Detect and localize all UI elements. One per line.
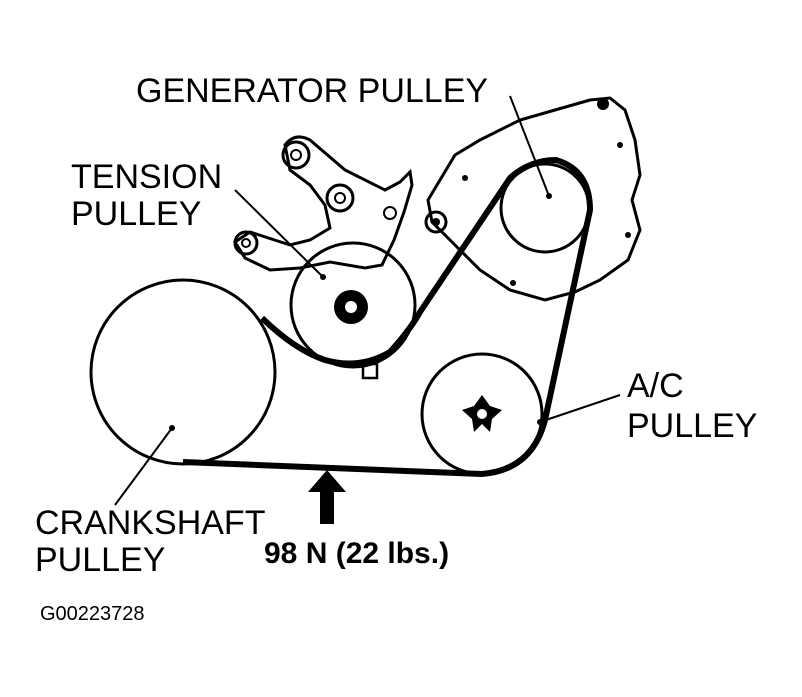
ac-pulley-hub-hole [477,409,487,419]
force-label: 98 N (22 lbs.) [264,537,449,570]
crankshaft-pulley [89,278,277,466]
generator-dot-4 [617,142,623,148]
bracket-pivot-left [233,230,259,256]
generator-dot-3 [625,232,631,238]
tension-pulley-nut [361,362,379,380]
generator-leader [509,95,550,197]
generator-dot-1 [462,175,468,181]
generator-dot-2 [510,280,516,286]
generator-pulley-label: GENERATOR PULLEY [136,72,488,110]
generator-bolt [424,210,448,234]
crankshaft-pulley-label-line2: PULLEY [35,541,165,579]
force-arrow [308,470,346,524]
generator-bolt-center [432,218,440,226]
bracket-pivot-top [281,140,311,170]
tension-pulley-label-line2: PULLEY [71,195,201,233]
bracket-pivot-top-hole [290,149,302,161]
generator-housing [426,96,642,302]
bracket-pivot-right [383,206,397,220]
bracket-pivot-mid [325,183,355,213]
ac-pulley-label-line1: A/C [627,367,684,405]
bracket-pivot-mid-hole [334,192,346,204]
crankshaft-leader [114,427,173,506]
drive-belt [182,157,593,477]
tension-pulley-label-line1: TENSION [71,158,222,196]
figure-id: G00223728 [40,603,145,625]
tension-pulley [289,241,417,369]
tension-pulley-hub-hole [345,301,357,313]
generator-mount-hole [597,98,609,110]
crankshaft-pulley-label-line1: CRANKSHAFT [35,504,265,542]
ac-leader [539,394,621,423]
tensioner-bracket [232,135,414,272]
tension-leader [234,189,324,278]
ac-pulley-label-line2: PULLEY [627,407,757,445]
bracket-pivot-left-hole [241,238,251,248]
